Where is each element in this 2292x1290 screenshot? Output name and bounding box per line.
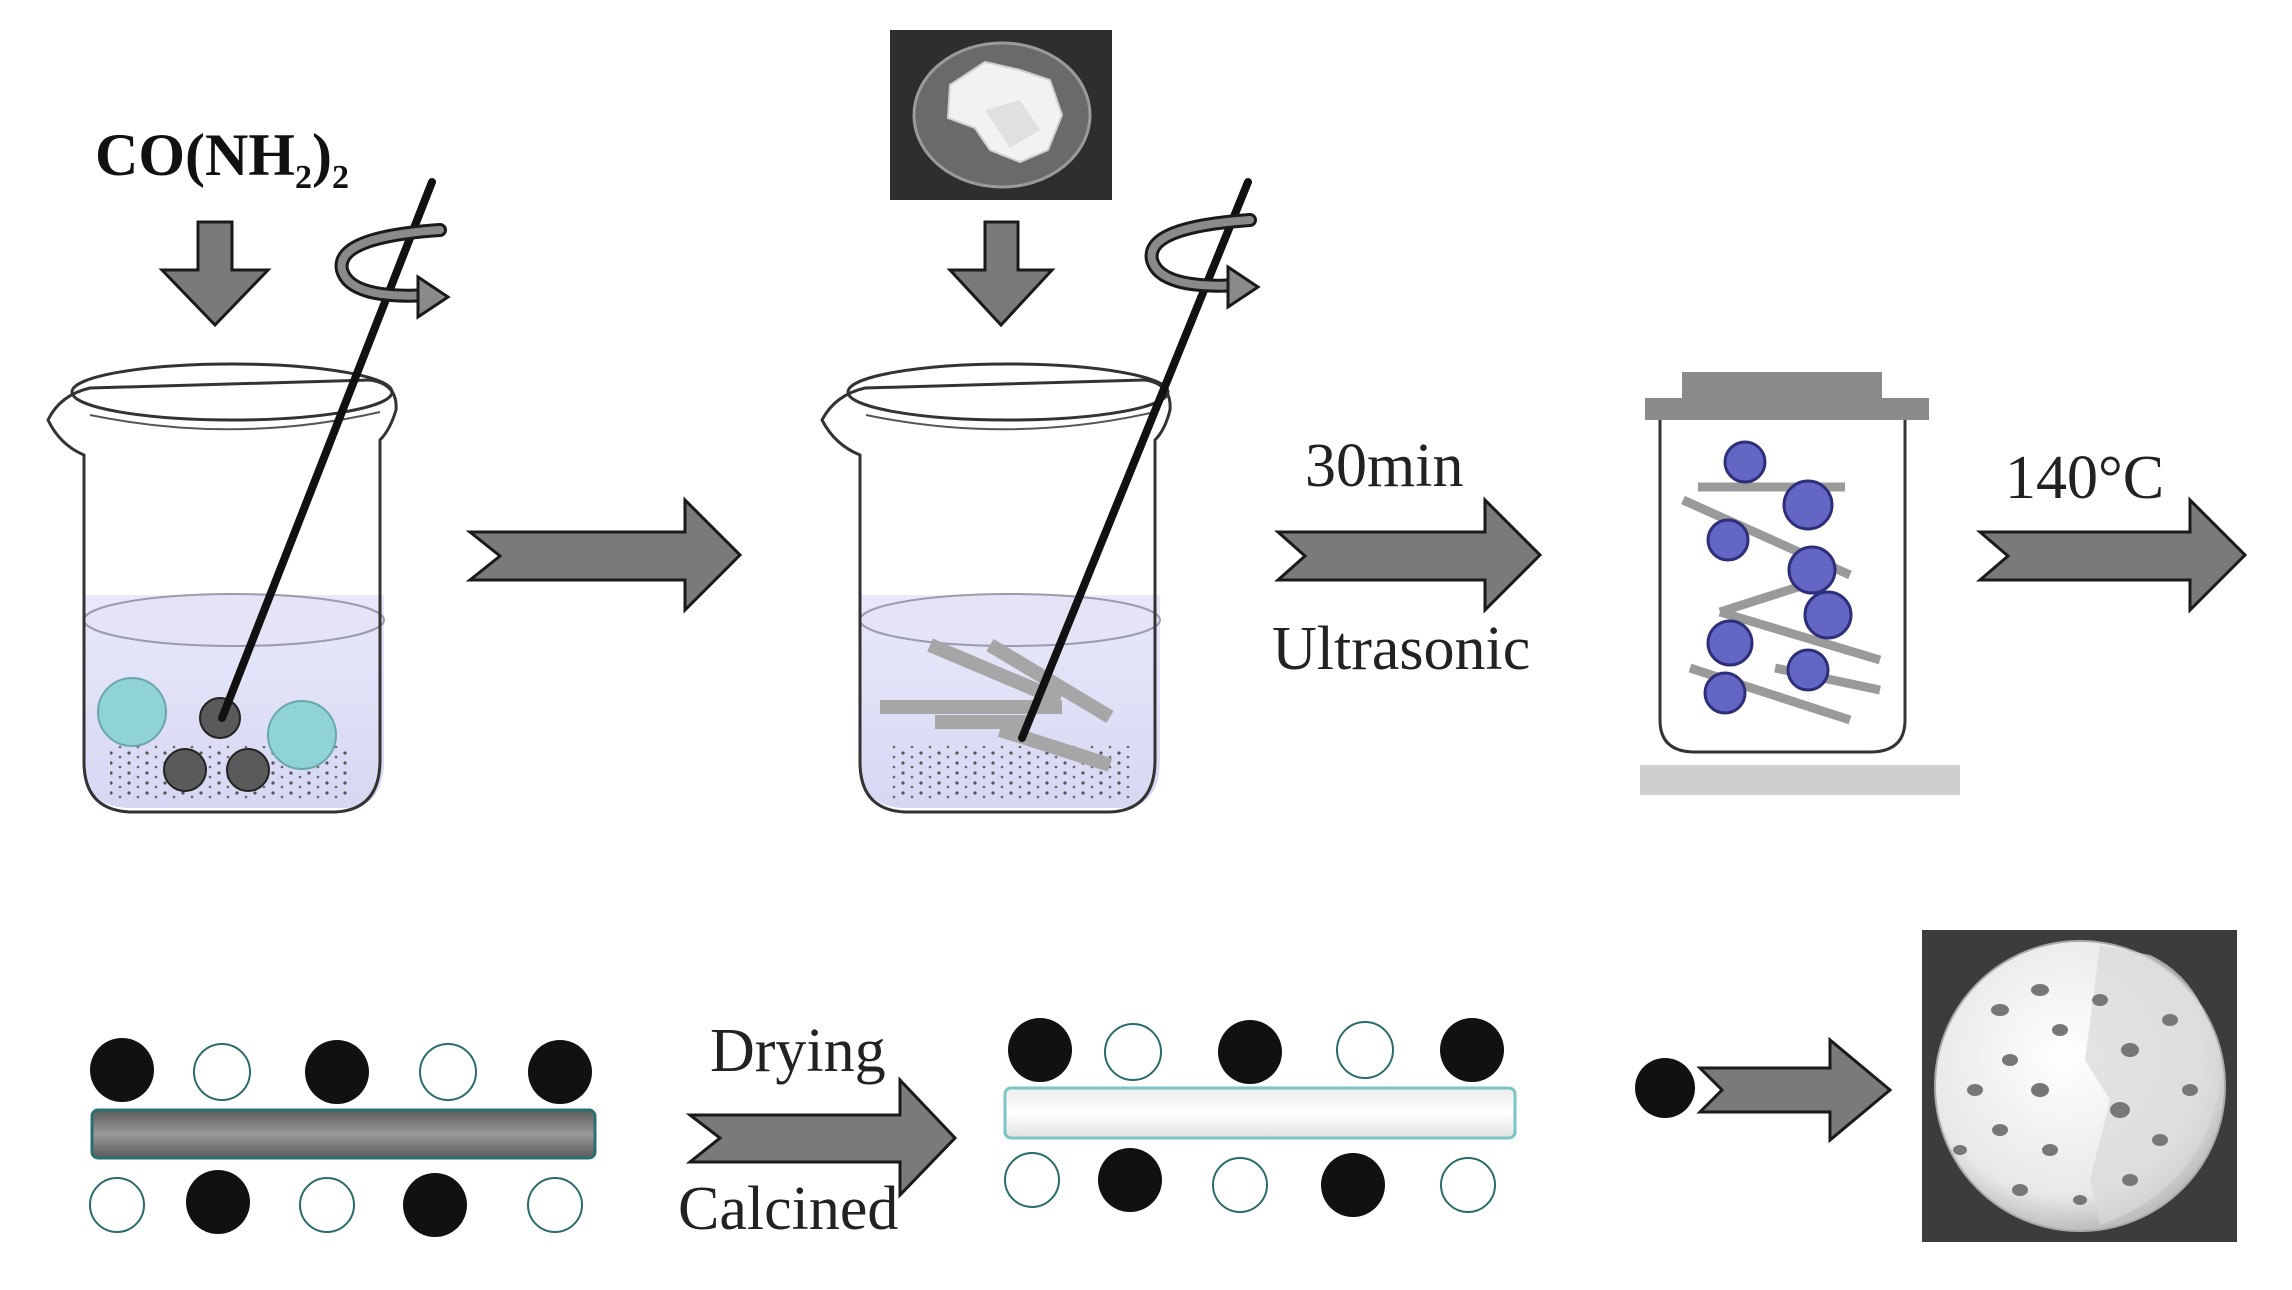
- autoclave-base: [1640, 765, 1960, 795]
- rods: [880, 638, 1114, 772]
- right-arrow-icon: [1696, 1036, 1893, 1144]
- right-arrow-icon: [685, 1076, 958, 1199]
- autoclave-cap: [1682, 372, 1882, 402]
- autoclave-lid: [1645, 398, 1929, 420]
- down-arrow-icon: [946, 220, 1056, 328]
- blue-particles: [1703, 440, 1853, 715]
- drying-label: Drying: [710, 1017, 886, 1085]
- white-particle: [89, 1177, 145, 1233]
- reagent-formula: CO(NH2)2: [95, 122, 349, 196]
- dark-particle: [163, 748, 207, 792]
- sediment: [888, 745, 1133, 800]
- autoclave-icon: [1640, 372, 1960, 795]
- hollow-bar: [1003, 1086, 1517, 1140]
- black-particle: [305, 1040, 369, 1104]
- white-particle: [299, 1177, 355, 1233]
- beaker-rim: [846, 362, 1170, 422]
- time-label: 30min: [1305, 432, 1464, 500]
- liquid-surface: [83, 593, 385, 647]
- black-particle: [1098, 1148, 1162, 1212]
- coated-rod-after: [1003, 1018, 1517, 1217]
- teal-particle: [267, 700, 337, 770]
- method-label: Ultrasonic: [1272, 615, 1531, 683]
- white-particle: [193, 1043, 251, 1101]
- coated-rod-before: [89, 1038, 597, 1237]
- rotation-icon: [1144, 213, 1261, 310]
- black-particle: [1008, 1018, 1072, 1082]
- white-particle: [1440, 1157, 1496, 1213]
- down-arrow-icon: [158, 220, 272, 328]
- black-particle: [1218, 1020, 1282, 1084]
- white-particle: [527, 1177, 583, 1233]
- calcined-label: Calcined: [678, 1175, 899, 1243]
- black-particle: [90, 1038, 154, 1102]
- beaker-glass: [46, 378, 398, 814]
- temperature-label: 140°C: [2005, 444, 2165, 512]
- white-particle: [1336, 1021, 1394, 1079]
- dark-particle: [226, 748, 270, 792]
- stir-rod-icon: [1018, 178, 1252, 742]
- beaker-glass: [820, 378, 1172, 814]
- white-particle: [1104, 1023, 1162, 1081]
- right-arrow-icon: [1975, 496, 2248, 614]
- black-ball: [1635, 1058, 1695, 1118]
- autoclave-vessel: [1658, 420, 1907, 754]
- cellulose-photo: [890, 30, 1112, 200]
- beaker-rim: [70, 362, 394, 422]
- right-arrow-icon: [465, 496, 743, 614]
- teal-particle: [97, 677, 167, 747]
- black-particle: [528, 1040, 592, 1104]
- beaker-1: [46, 178, 436, 814]
- black-particle: [186, 1170, 250, 1234]
- rod-bar: [90, 1108, 597, 1160]
- porous-sphere-photo: [1922, 930, 2237, 1242]
- black-particle: [1321, 1153, 1385, 1217]
- white-particle: [419, 1043, 477, 1101]
- black-particle: [403, 1173, 467, 1237]
- black-particle: [1440, 1018, 1504, 1082]
- right-arrow-icon: [1274, 496, 1543, 614]
- white-particle: [1212, 1157, 1268, 1213]
- beaker-2: [820, 178, 1252, 814]
- liquid-surface: [859, 593, 1161, 647]
- white-particle: [1004, 1152, 1060, 1208]
- stir-rod-icon: [218, 178, 436, 722]
- rotation-icon: [334, 223, 451, 320]
